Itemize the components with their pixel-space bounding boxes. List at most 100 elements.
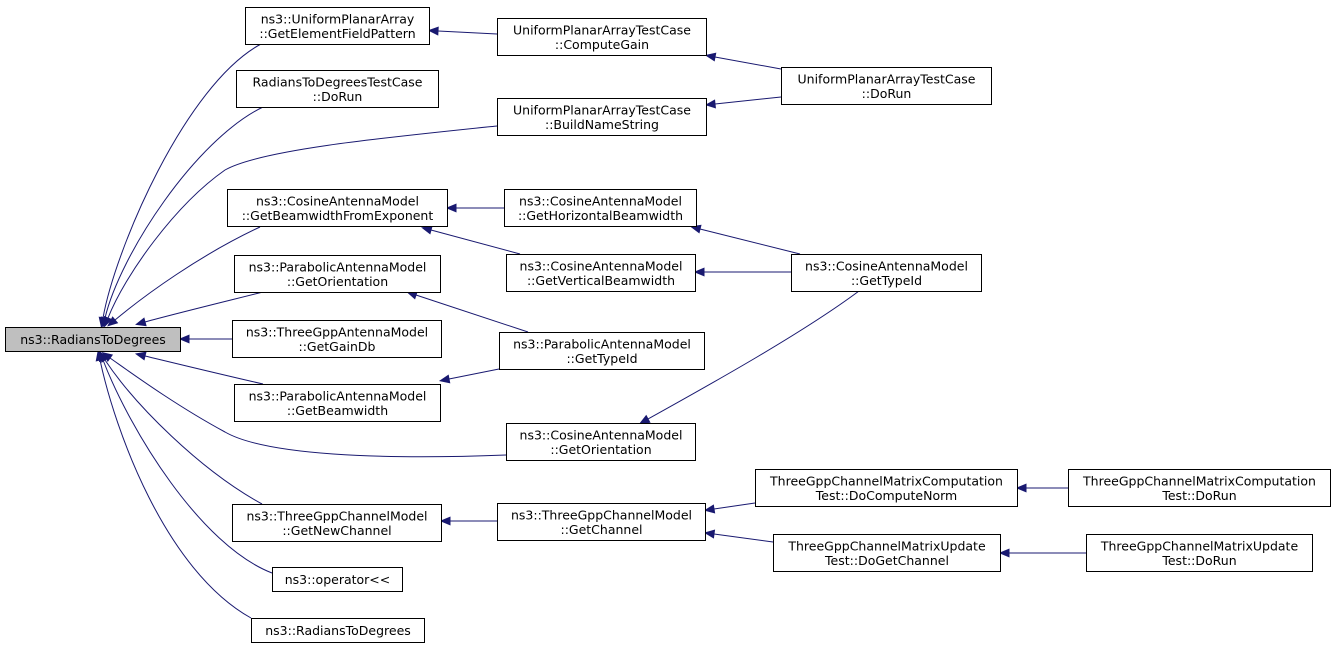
node-label-line: ThreeGppChannelMatrixUpdate xyxy=(787,538,986,553)
node-tgcmu_dgc[interactable]: ThreeGppChannelMatrixUpdateTest::DoGetCh… xyxy=(773,534,1001,572)
edge-tgcmu_dorun-to-tgcmu_dgc-arrowhead xyxy=(998,548,1010,558)
edge-cam_gbfe-to-root-line xyxy=(114,226,261,321)
node-tgcmc_dorun[interactable]: ThreeGppChannelMatrixComputationTest::Do… xyxy=(1068,469,1331,507)
edge-pam_gor-to-root xyxy=(135,291,264,327)
node-label-line: ::GetNewChannel xyxy=(282,523,391,538)
node-box xyxy=(236,70,439,108)
edge-tgcmc_dorun-to-tgcmc_dcn-arrowhead xyxy=(1015,483,1027,493)
node-pam_gor[interactable]: ns3::ParabolicAntennaModel::GetOrientati… xyxy=(234,255,441,293)
node-label-line: ns3::ParabolicAntennaModel xyxy=(249,388,427,403)
edge-pam_gtid-to-pam_gbw-arrowhead xyxy=(438,374,451,384)
edge-pam_gbw-to-root-line xyxy=(144,355,264,385)
node-cam_gbfe[interactable]: ns3::CosineAntennaModel::GetBeamwidthFro… xyxy=(227,189,448,227)
node-label-line: ns3::CosineAntennaModel xyxy=(256,193,419,208)
node-pam_gbw[interactable]: ns3::ParabolicAntennaModel::GetBeamwidth xyxy=(234,384,441,422)
edge-pam_gtid-to-pam_gbw xyxy=(438,368,500,384)
edge-cam_ghb-to-cam_gbfe-arrowhead xyxy=(445,203,457,213)
node-label-line: ThreeGppChannelMatrixUpdate xyxy=(1100,538,1299,553)
node-rtd_dorun[interactable]: RadiansToDegreesTestCase::DoRun xyxy=(236,70,439,108)
edge-tgcm_gnc-to-root xyxy=(99,351,263,505)
node-tgam_ggdb[interactable]: ns3::ThreeGppAntennaModel::GetGainDb xyxy=(232,320,442,358)
node-pam_gtid[interactable]: ns3::ParabolicAntennaModel::GetTypeId xyxy=(499,332,705,370)
node-label-line: ns3::ThreeGppChannelModel xyxy=(511,507,692,522)
node-label-line: ::GetHorizontalBeamwidth xyxy=(518,208,683,223)
edge-upatc_cg-to-upa_gefp-arrowhead xyxy=(427,26,439,36)
edge-tgcmc_dcn-to-tgcm_gch-line xyxy=(713,502,756,510)
edge-tgcmu_dgc-to-tgcm_gch-line xyxy=(713,533,774,543)
node-label-line: RadiansToDegreesTestCase xyxy=(253,74,423,89)
edge-op_ll-to-root-line xyxy=(102,359,273,574)
edge-tgcm_gch-to-tgcm_gnc xyxy=(439,516,497,526)
node-cam_gvb[interactable]: ns3::CosineAntennaModel::GetVerticalBeam… xyxy=(506,254,696,292)
edge-cam_gtid-to-cam_gor-arrowhead xyxy=(638,414,651,425)
node-upatc_cg[interactable]: UniformPlanarArrayTestCase::ComputeGain xyxy=(497,18,707,56)
node-label-line: ::GetTypeId xyxy=(851,273,922,288)
edge-cam_gor-to-root-line xyxy=(109,357,507,458)
node-box xyxy=(234,255,441,293)
edge-upatc_dorun-to-upatc_bns xyxy=(704,96,782,109)
edge-pam_gtid-to-pam_gor-line xyxy=(415,294,529,333)
edge-tgcmu_dgc-to-tgcm_gch xyxy=(703,529,774,543)
node-label-line: Test::DoRun xyxy=(1161,553,1236,568)
node-label-line: UniformPlanarArrayTestCase xyxy=(513,102,691,117)
node-label-line: ns3::RadiansToDegrees xyxy=(265,623,411,638)
node-label-line: UniformPlanarArrayTestCase xyxy=(513,22,691,37)
edge-tgcmu_dgc-to-tgcm_gch-arrowhead xyxy=(703,529,716,539)
node-box xyxy=(232,504,442,542)
node-box xyxy=(5,327,181,352)
node-box xyxy=(755,469,1018,507)
node-box xyxy=(245,7,430,45)
node-box xyxy=(272,567,403,592)
edge-tgam_ggdb-to-root xyxy=(178,334,232,344)
node-label-line: ns3::operator<< xyxy=(285,572,391,587)
node-upatc_dorun[interactable]: UniformPlanarArrayTestCase::DoRun xyxy=(781,67,992,105)
edge-upatc_dorun-to-upatc_cg-arrowhead xyxy=(704,52,717,62)
node-label-line: UniformPlanarArrayTestCase xyxy=(798,71,976,86)
node-tgcmc_dcn[interactable]: ThreeGppChannelMatrixComputationTest::Do… xyxy=(755,469,1018,507)
node-cam_gtid[interactable]: ns3::CosineAntennaModel::GetTypeId xyxy=(791,254,982,292)
node-label-line: ::GetBeamwidthFromExponent xyxy=(242,208,434,223)
node-label-line: ns3::UniformPlanarArray xyxy=(261,11,415,26)
edge-cam_gbfe-to-root-arrowhead xyxy=(107,316,119,327)
node-upatc_bns[interactable]: UniformPlanarArrayTestCase::BuildNameStr… xyxy=(497,98,707,136)
node-label-line: ::GetGainDb xyxy=(298,339,375,354)
node-label-line: ::GetElementFieldPattern xyxy=(259,26,415,41)
node-box xyxy=(499,332,705,370)
node-box xyxy=(1068,469,1331,507)
edge-cam_gvb-to-cam_gbfe-arrowhead xyxy=(421,225,433,235)
node-label-line: ns3::CosineAntennaModel xyxy=(519,193,682,208)
node-label-line: ::GetBeamwidth xyxy=(287,403,388,418)
node-box xyxy=(497,98,707,136)
edge-cam_gtid-to-cam_gor xyxy=(638,290,860,425)
node-tgcm_gnc[interactable]: ns3::ThreeGppChannelModel::GetNewChannel xyxy=(232,504,442,542)
node-op_ll[interactable]: ns3::operator<< xyxy=(272,567,403,592)
node-label-line: ::GetOrientation xyxy=(287,274,388,289)
node-label-line: ns3::CosineAntennaModel xyxy=(520,427,683,442)
node-root[interactable]: ns3::RadiansToDegrees xyxy=(5,327,181,352)
node-label-line: ::BuildNameString xyxy=(545,117,659,132)
edge-tgcmu_dorun-to-tgcmu_dgc xyxy=(998,548,1086,558)
edge-upatc_dorun-to-upatc_bns-line xyxy=(714,96,782,105)
edge-cam_gvb-to-cam_gbfe xyxy=(421,225,521,255)
node-label-line: ns3::CosineAntennaModel xyxy=(520,258,683,273)
edge-rtd2-to-root-arrowhead xyxy=(95,349,105,362)
node-box xyxy=(1086,534,1313,572)
node-upa_gefp[interactable]: ns3::UniformPlanarArray::GetElementField… xyxy=(245,7,430,45)
node-tgcm_gch[interactable]: ns3::ThreeGppChannelModel::GetChannel xyxy=(497,503,706,541)
node-cam_ghb[interactable]: ns3::CosineAntennaModel::GetHorizontalBe… xyxy=(504,189,697,227)
node-label-line: ThreeGppChannelMatrixComputation xyxy=(769,473,1003,488)
node-cam_gor[interactable]: ns3::CosineAntennaModel::GetOrientation xyxy=(506,423,696,461)
node-label-line: Test::DoComputeNorm xyxy=(815,488,957,503)
edge-upatc_bns-to-root-arrowhead xyxy=(103,315,113,328)
node-label-line: ::GetTypeId xyxy=(566,351,637,366)
edge-pam_gtid-to-pam_gor xyxy=(406,290,529,333)
edge-pam_gtid-to-pam_gbw-line xyxy=(448,368,500,380)
node-rtd2[interactable]: ns3::RadiansToDegrees xyxy=(251,618,425,643)
edge-upatc_bns-to-root xyxy=(103,125,498,328)
node-label-line: ns3::ParabolicAntennaModel xyxy=(513,336,691,351)
node-label-line: ThreeGppChannelMatrixComputation xyxy=(1082,473,1316,488)
node-box xyxy=(506,423,696,461)
edge-tgcmc_dcn-to-tgcm_gch-arrowhead xyxy=(703,504,716,514)
